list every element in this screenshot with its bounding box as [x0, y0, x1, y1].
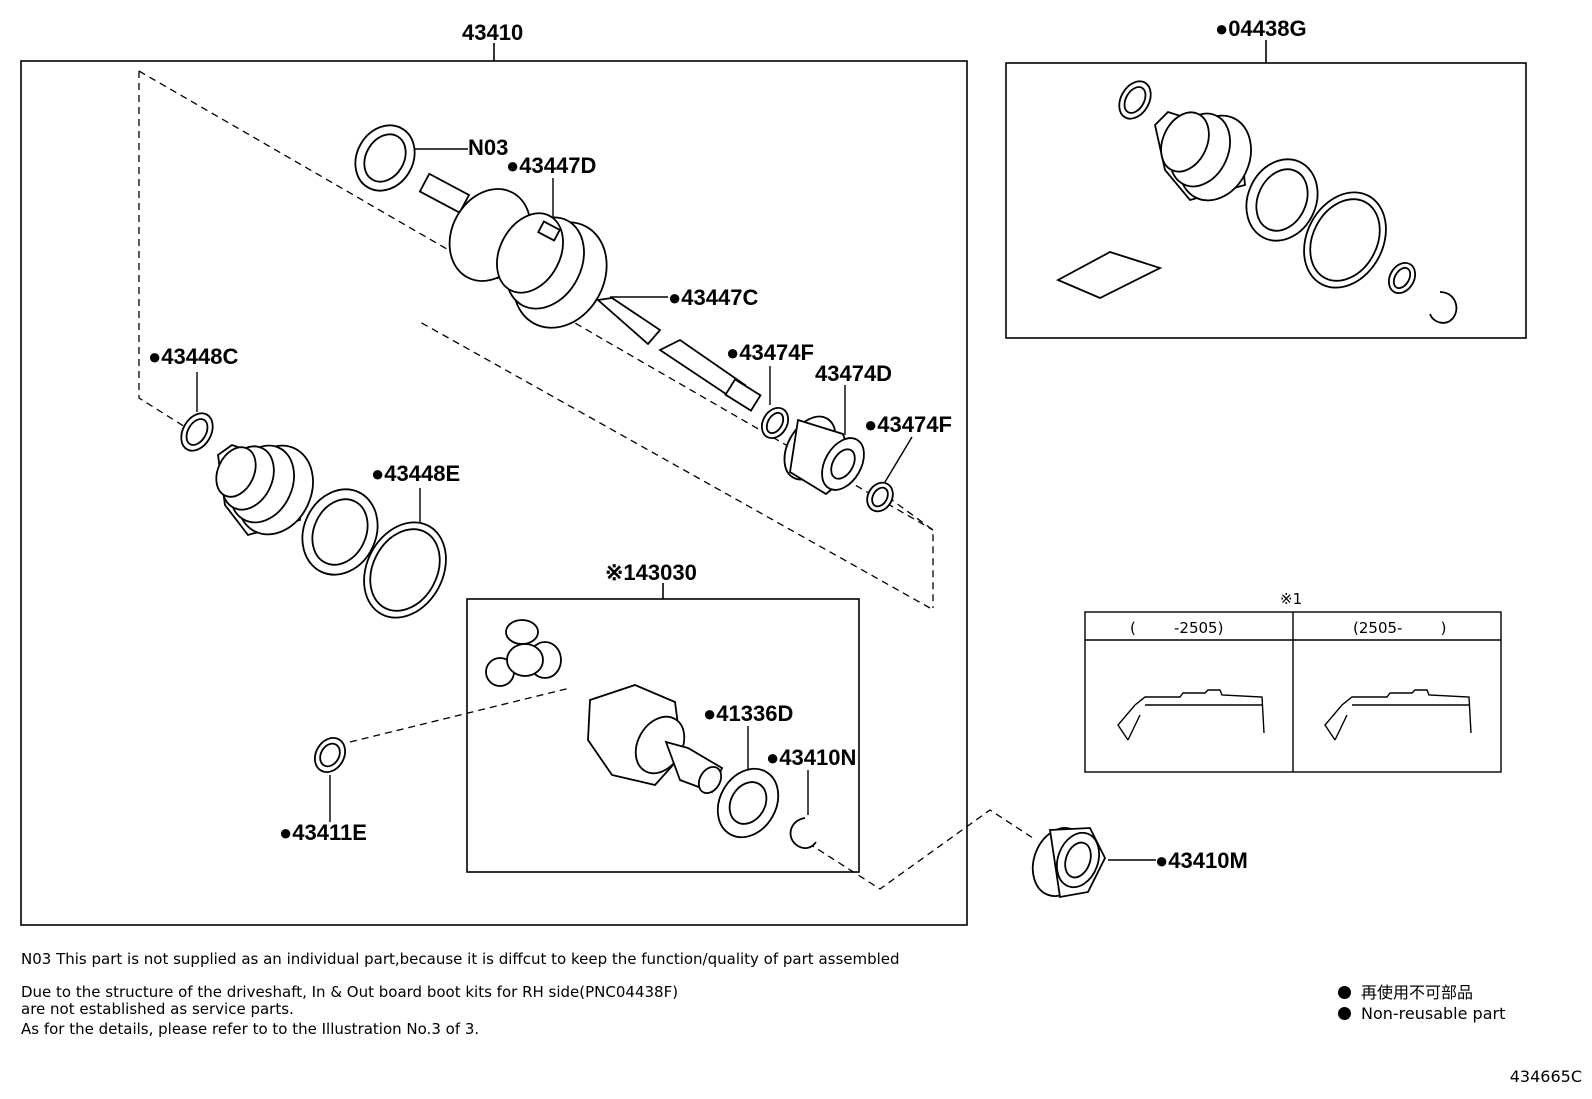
washer-icon: [716, 767, 780, 839]
snap-ring-b-icon: [866, 481, 894, 513]
label-clip: ●43410N: [766, 745, 856, 770]
label-outer-band: ●43447D: [506, 153, 596, 178]
label-assembly: 43410: [462, 20, 523, 45]
boot-icon: [215, 443, 314, 537]
damper-icon: [783, 415, 865, 496]
legend-en-text: Non-reusable part: [1361, 1004, 1506, 1023]
label-damper: 43474D: [815, 361, 892, 386]
oil-seal-icon: [354, 124, 416, 192]
legend-en: Non-reusable part: [1338, 1004, 1505, 1023]
kit-ring-icon: [1387, 262, 1417, 294]
kit-clamp-icon: [1118, 80, 1152, 120]
note-line-2: are not established as service parts.: [21, 1000, 294, 1018]
note-line-3: As for the details, please refer to to t…: [21, 1020, 480, 1038]
label-inner-boot-kit: ●04438G: [1215, 16, 1307, 41]
label-clamp-small: ●43448C: [148, 344, 238, 369]
clamp-small-icon: [180, 412, 214, 452]
snap-ring-a-icon: [760, 407, 790, 439]
label-snap-ring-b: ●43474F: [864, 412, 952, 437]
note-line-1: Due to the structure of the driveshaft, …: [21, 983, 679, 1001]
kit-housing-icon: [1245, 158, 1319, 242]
label-inner-joint-kit: ※143030: [605, 560, 697, 585]
label-washer: ●41336D: [703, 701, 793, 726]
table-mark: ※1: [1280, 590, 1302, 608]
kit-boot-icon: [1154, 110, 1252, 202]
illustration-number: 434665C: [1509, 1067, 1582, 1086]
revision-table: [1084, 611, 1502, 773]
leader-lines: [196, 148, 1156, 861]
note-n03: N03 This part is not supplied as an indi…: [21, 950, 900, 968]
label-snap-ring-a: ●43474F: [726, 340, 814, 365]
table-col-2: (2505- ): [1353, 619, 1446, 637]
legend-jp: 再使用不可部品: [1338, 979, 1473, 1003]
label-bearing: ●43410M: [1155, 848, 1248, 873]
kit-band-icon: [1303, 191, 1387, 289]
clamp-large-icon: [363, 521, 447, 619]
bullet-icon: [1338, 1007, 1351, 1020]
table-col-1: ( -2505): [1130, 619, 1223, 637]
driveshaft-icon: [418, 172, 762, 412]
bullet-icon: [1338, 986, 1351, 999]
clip-icon: [789, 817, 817, 849]
label-inner-band: ●43447C: [668, 285, 758, 310]
legend-jp-text: 再使用不可部品: [1361, 983, 1474, 1002]
kit-grease-icon: [1055, 251, 1163, 299]
label-clamp-large: ●43448E: [371, 461, 460, 486]
hole-snap-ring-icon: [314, 737, 346, 773]
label-n03: N03: [468, 135, 508, 160]
bearing-icon: [1031, 827, 1107, 899]
tripod-icon: [485, 619, 562, 687]
kit-clip-icon: [1429, 291, 1458, 324]
inner-joint-icon: [587, 684, 724, 795]
joint-housing-icon: [301, 488, 379, 576]
label-hole-snap-ring: ●43411E: [279, 820, 367, 845]
